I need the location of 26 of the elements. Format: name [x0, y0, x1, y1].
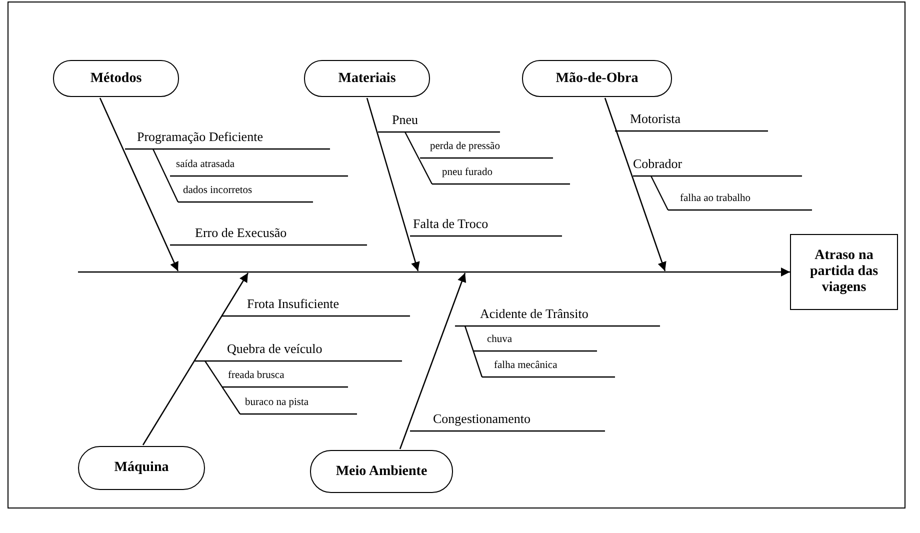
sub-cause-label: perda de pressão: [430, 142, 500, 152]
bone-arrow: [399, 272, 466, 450]
bone-arrow: [366, 98, 420, 272]
cause-label: Frota Insuficiente: [247, 297, 340, 310]
cause-label: Erro de Execusão: [195, 226, 287, 239]
bone-arrow: [604, 98, 666, 272]
cause-label: Cobrador: [633, 157, 682, 170]
sub-cause-label: dados incorretos: [183, 186, 252, 196]
cause-label: Pneu: [392, 113, 418, 126]
bone-arrow: [99, 98, 179, 272]
sub-cause-label: pneu furado: [442, 168, 492, 178]
sub-cause-label: chuva: [487, 334, 512, 345]
sub-cause-label: buraco na pista: [245, 398, 309, 408]
sub-cause-label: saída atrasada: [176, 160, 235, 170]
sub-cause-label: falha ao trabalho: [680, 194, 751, 204]
bone-arrow: [142, 272, 249, 446]
cause-label: Acidente de Trânsito: [480, 307, 588, 320]
cause-label: Congestionamento: [433, 412, 530, 425]
cause-label: Quebra de veículo: [227, 342, 322, 355]
cause-label: Falta de Troco: [413, 217, 488, 230]
cause-label: Programação Deficiente: [137, 130, 263, 143]
sub-cause-label: freada brusca: [228, 370, 284, 381]
effect-box: Atraso na partida das viagens: [790, 234, 898, 310]
cause-label: Motorista: [630, 112, 681, 125]
spine-arrow: [78, 268, 790, 276]
sub-cause-label: falha mecânica: [494, 360, 558, 371]
